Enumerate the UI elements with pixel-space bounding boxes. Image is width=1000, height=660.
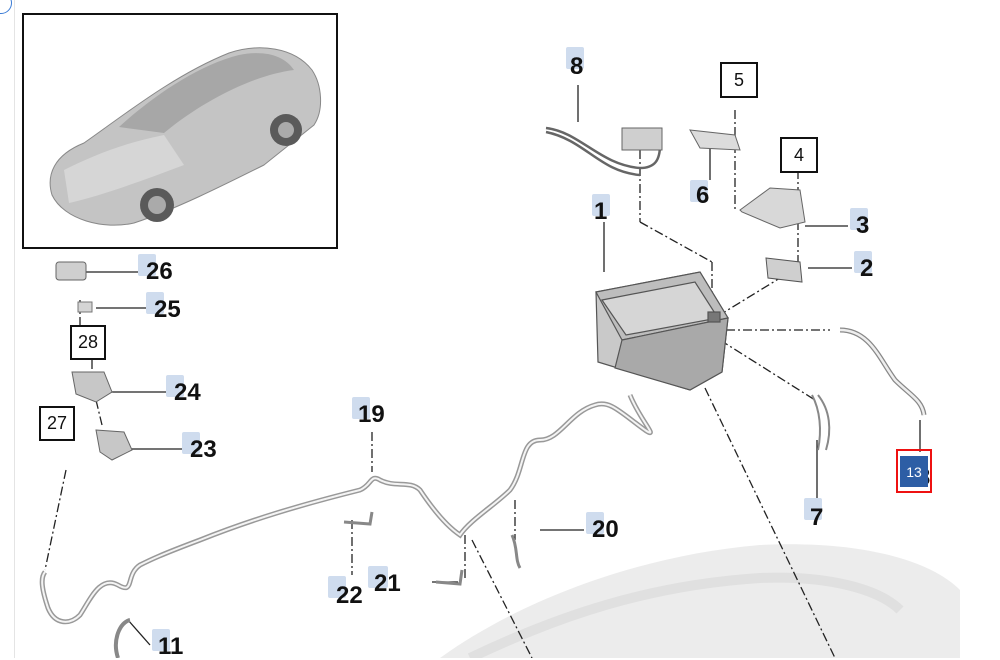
ref-box-27[interactable]: 27 [39, 406, 75, 441]
cable-13 [839, 327, 927, 416]
callout-7[interactable]: 7 [804, 498, 823, 530]
vehicle-overview [22, 13, 338, 249]
callout-25[interactable]: 25 [146, 292, 181, 322]
ref-box-28[interactable]: 28 [70, 325, 106, 360]
callout-3[interactable]: 3 [850, 208, 869, 238]
callout-23[interactable]: 23 [182, 432, 217, 462]
callout-26[interactable]: 26 [138, 254, 173, 284]
ref-box-5[interactable]: 5 [720, 62, 758, 98]
connector-20 [510, 534, 522, 569]
callout-21[interactable]: 21 [368, 566, 401, 596]
highlighted-callout-13[interactable]: 13 [896, 449, 932, 493]
ref-box-4[interactable]: 4 [780, 137, 818, 173]
cable-8 [545, 126, 662, 177]
clamp-2 [765, 257, 803, 283]
callout-13-label[interactable]: 13 [900, 456, 928, 487]
callout-8[interactable]: 8 [566, 47, 584, 79]
callout-11[interactable]: 11 [152, 629, 183, 659]
bracket-6 [689, 129, 741, 151]
callout-22[interactable]: 22 [328, 576, 363, 608]
terminal-8 [621, 127, 663, 151]
bracket-21 [435, 569, 464, 586]
fender-highlight [467, 572, 904, 658]
cable-7 [811, 394, 831, 451]
part-24 [71, 371, 113, 403]
part-25 [77, 301, 93, 313]
hold-down-bracket [739, 187, 806, 229]
callout-1[interactable]: 1 [592, 194, 610, 224]
callout-24[interactable]: 24 [166, 375, 201, 405]
car-illustration [49, 47, 321, 226]
part-26 [55, 261, 87, 281]
battery [595, 271, 729, 391]
left-panel-edge [14, 0, 15, 658]
bracket-22 [343, 511, 374, 526]
callout-2[interactable]: 2 [854, 251, 873, 281]
harness-11 [113, 618, 131, 658]
part-23 [95, 429, 133, 461]
callout-6[interactable]: 6 [690, 180, 709, 208]
fender-silhouette [440, 544, 960, 658]
callout-20[interactable]: 20 [586, 512, 619, 542]
callout-19[interactable]: 19 [352, 397, 385, 427]
